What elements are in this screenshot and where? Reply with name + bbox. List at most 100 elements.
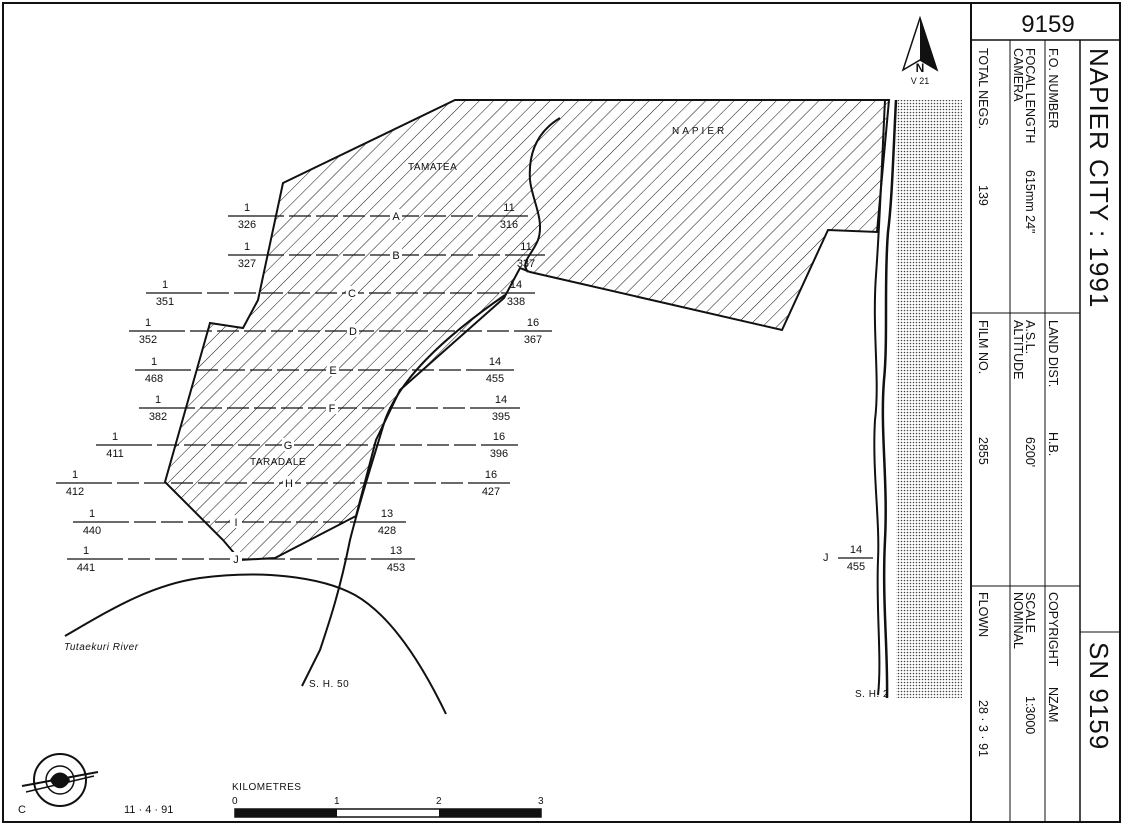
run-end-top: 13 xyxy=(381,508,393,520)
run-start-top: 1 xyxy=(145,317,151,329)
sheet-title: NAPIER CITY : 1991 xyxy=(1084,48,1114,308)
run-start-top: 1 xyxy=(151,356,157,368)
run-letter-bg xyxy=(230,515,242,528)
scale-tick-3: 3 xyxy=(538,796,544,807)
run-end-bottom: 427 xyxy=(482,486,500,498)
camera-label: CAMERA xyxy=(1011,48,1025,102)
copyright-label: COPYRIGHT xyxy=(1046,592,1060,667)
altitude-label: ALTITUDE xyxy=(1011,320,1025,380)
run-start-top: 1 xyxy=(72,469,78,481)
run-start-bottom: 441 xyxy=(77,562,95,574)
label-sh50: S. H. 50 xyxy=(309,679,349,690)
extra-run-bottom: 455 xyxy=(847,561,865,573)
flight-run-e: E 1 468 14 455 xyxy=(135,356,514,385)
run-start-top: 1 xyxy=(162,279,168,291)
run-start-bottom: 412 xyxy=(66,486,84,498)
run-start-bottom: 468 xyxy=(145,373,163,385)
flown-value: 28 · 3 · 91 xyxy=(976,700,990,757)
scale-bar-title: KILOMETRES xyxy=(232,782,301,793)
land-dist-value: H.B. xyxy=(1046,432,1060,456)
flight-run-g: G 1 411 16 396 xyxy=(96,431,518,460)
flown-label: FLOWN xyxy=(976,592,990,637)
run-end-bottom: 338 xyxy=(507,296,525,308)
scale-tick-2: 2 xyxy=(436,796,442,807)
date-drawn: 11 · 4 · 91 xyxy=(124,804,173,816)
run-start-bottom: 326 xyxy=(238,219,256,231)
run-start-top: 1 xyxy=(83,545,89,557)
run-end-top: 14 xyxy=(510,279,522,291)
run-end-top: 13 xyxy=(390,545,402,557)
run-letter: A xyxy=(392,211,400,223)
extra-run-letter: J xyxy=(823,552,829,564)
asl-label: A.S.L. xyxy=(1023,320,1037,354)
run-start-top: 1 xyxy=(155,394,161,406)
run-start-bottom: 327 xyxy=(238,258,256,270)
altitude-value: 6200' xyxy=(1023,437,1037,467)
run-start-bottom: 382 xyxy=(149,411,167,423)
label-napier: NAPIER xyxy=(672,126,727,137)
run-end-top: 16 xyxy=(493,431,505,443)
north-label: N xyxy=(916,61,925,75)
focal-length-value: 615mm 24" xyxy=(1023,170,1037,234)
run-letter-bg xyxy=(327,363,339,376)
copyright-value: NZAM xyxy=(1046,687,1060,722)
extra-run-marker: J 14 455 xyxy=(823,544,873,573)
grid-reference: V 21 xyxy=(911,76,930,86)
run-start-bottom: 411 xyxy=(106,448,124,460)
run-letter-bg xyxy=(282,438,294,451)
film-no-value: 2855 xyxy=(976,437,990,465)
total-negs-label: TOTAL NEGS. xyxy=(976,48,990,129)
corner-letter: C xyxy=(18,804,26,816)
scale-tick-1: 1 xyxy=(334,796,340,807)
run-end-bottom: 395 xyxy=(492,411,510,423)
run-end-bottom: 337 xyxy=(517,258,535,270)
run-end-top: 16 xyxy=(485,469,497,481)
run-letter-bg xyxy=(390,248,402,261)
run-letter: D xyxy=(349,326,357,338)
run-end-top: 14 xyxy=(495,394,507,406)
label-sh2: S. H. 2 xyxy=(855,689,889,700)
run-start-top: 1 xyxy=(89,508,95,520)
run-letter: B xyxy=(392,250,399,262)
scale-value: 1:3000 xyxy=(1023,696,1037,734)
north-arrow-icon: N V 21 xyxy=(901,15,939,86)
run-end-bottom: 428 xyxy=(378,525,396,537)
run-end-bottom: 396 xyxy=(490,448,508,460)
run-letter: E xyxy=(329,365,336,377)
run-end-bottom: 316 xyxy=(500,219,518,231)
run-start-bottom: 352 xyxy=(139,334,157,346)
run-letter: G xyxy=(284,440,293,452)
run-start-top: 1 xyxy=(112,431,118,443)
scale-label: SCALE xyxy=(1023,592,1037,633)
sea-area xyxy=(896,100,962,698)
run-end-top: 11 xyxy=(520,241,531,253)
label-taradale: TARADALE xyxy=(250,457,306,468)
land-dist-label: LAND DIST. xyxy=(1046,320,1060,387)
run-end-top: 14 xyxy=(489,356,501,368)
label-tamatea: TAMATEA xyxy=(408,162,457,173)
urban-area xyxy=(163,99,891,562)
total-negs-value: 139 xyxy=(976,185,990,206)
district-boundary xyxy=(524,117,561,273)
focal-length-label: FOCAL LENGTH xyxy=(1023,48,1037,143)
coastline xyxy=(881,99,898,699)
sheet-number: 9159 xyxy=(1021,11,1074,38)
run-letter-bg xyxy=(230,552,242,565)
run-end-bottom: 455 xyxy=(486,373,504,385)
run-end-top: 11 xyxy=(503,202,514,214)
film-no-label: FILM NO. xyxy=(976,320,990,374)
label-river: Tutaekuri River xyxy=(64,642,139,653)
run-letter-bg xyxy=(283,476,295,489)
fo-number-label: F.O. NUMBER xyxy=(1046,48,1060,129)
run-letter: J xyxy=(233,554,239,566)
survey-number: SN 9159 xyxy=(1084,642,1114,750)
run-letter: C xyxy=(348,288,356,300)
scale-bar: KILOMETRES 0 1 2 3 xyxy=(232,782,544,818)
